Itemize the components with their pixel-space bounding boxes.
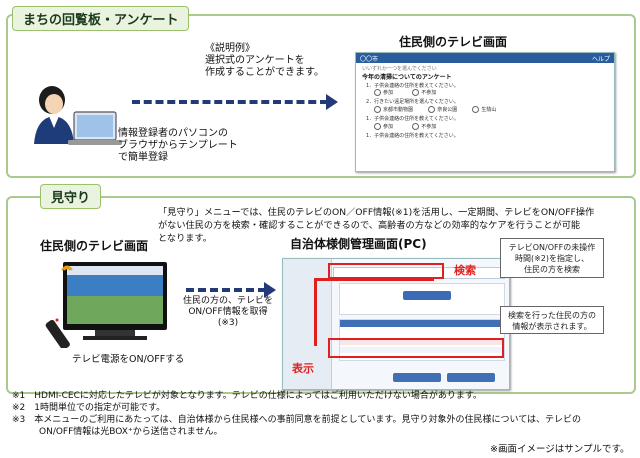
remote-control-icon	[44, 308, 84, 350]
admin-table-row[interactable]	[340, 339, 502, 345]
tv-arrow-text: 住民の方の、テレビを ON/OFF情報を取得 (※3)	[182, 296, 273, 328]
search-label: 検索	[454, 264, 476, 277]
survey-q2-option-1[interactable]: 京都市動物園	[374, 106, 413, 113]
section1-label: まちの回覧板・アンケート	[12, 6, 190, 31]
survey-q2: 2．行きたい遠足場所を選んでください。	[366, 99, 459, 105]
mimamori-description: 「見守り」メニューでは、住民のテレビのON／OFF情報(※1)を活用し、一定期間…	[158, 207, 595, 244]
survey-screen: 〇〇市 ヘルプ いいずれか一つを選んでください 今年の清掃についてのアンケート …	[355, 52, 615, 172]
survey-q1: 1．子供会連絡の住所を教えてください。	[366, 83, 459, 89]
survey-app-name: 〇〇市	[360, 56, 379, 63]
note-3: ※3 本メニューのご利用にあたっては、自治体様から住民様への事前同意を前提として…	[12, 415, 582, 425]
tv-illustration	[55, 256, 175, 352]
callout-search: テレビON/OFFの未操作 時間(※2)を指定し、 住民の方を検索	[500, 238, 604, 278]
note-1: ※1 HDMI-CECに対応したテレビが対象となります。テレビの仕様によってはご…	[12, 391, 482, 401]
survey-q2-option-3[interactable]: 生駒山	[472, 106, 496, 113]
admin-search-button[interactable]	[403, 291, 451, 300]
callout-results: 検索を行った住民の方の 情報が表示されます。	[500, 306, 604, 334]
section2-label: 見守り	[40, 184, 102, 209]
tv-caption: テレビ電源をON/OFFする	[72, 354, 185, 365]
survey-q4: 1．子供会連絡の住所を教えてください。	[366, 133, 459, 139]
survey-q2-option-2[interactable]: 奈良公園	[428, 106, 457, 113]
admin-bottom-button-1[interactable]	[393, 373, 441, 382]
resident-tv-title: 住民側のテレビ画面	[40, 239, 149, 253]
survey-q3-option-2[interactable]: 不参加	[412, 123, 436, 130]
survey-q2-options: 京都市動物園 奈良公園 生駒山	[374, 106, 496, 113]
survey-title: 今年の清掃についてのアンケート	[362, 74, 452, 81]
search-highlight-box	[328, 263, 444, 279]
survey-dashed-arrow	[132, 100, 328, 104]
survey-screen-header: 〇〇市 ヘルプ	[356, 53, 614, 63]
admin-table-header	[340, 320, 502, 327]
survey-q3: 1．子供会連絡の住所を教えてください。	[366, 116, 459, 122]
survey-q3-options: 参加 不参加	[374, 123, 436, 130]
display-label: 表示	[292, 362, 314, 375]
survey-q1-option-2[interactable]: 不参加	[412, 89, 436, 96]
survey-subtitle: いいずれか一つを選んでください	[362, 66, 437, 72]
survey-help-link[interactable]: ヘルプ	[591, 56, 610, 63]
survey-q1-options: 参加 不参加	[374, 89, 436, 96]
tv-screen-title: 住民側のテレビ画面	[399, 35, 508, 49]
survey-q1-option-1[interactable]: 参加	[374, 89, 393, 96]
results-highlight-box	[328, 338, 504, 358]
tv-arrow-head	[264, 282, 276, 298]
footer-note: ※画面イメージはサンプルです。	[490, 444, 630, 455]
tv-dashed-arrow	[186, 288, 266, 292]
connector-line-horizontal	[314, 278, 434, 281]
admin-bottom-button-2[interactable]	[447, 373, 495, 382]
admin-screen-title: 自治体様側管理画面(PC)	[290, 237, 427, 251]
survey-q3-option-1[interactable]: 参加	[374, 123, 393, 130]
pc-caption: 情報登録者のパソコンの ブラウザからテンプレート で簡単登録	[118, 128, 238, 163]
signal-icon	[58, 256, 76, 274]
survey-arrow-head	[326, 94, 338, 110]
person-at-pc-illustration	[22, 82, 122, 152]
connector-line-vertical	[314, 280, 317, 346]
note-4: ON/OFF情報は光BOX⁺から送信されません。	[12, 427, 223, 437]
note-2: ※2 1時間単位での指定が可能です。	[12, 403, 166, 413]
explanation-text: 《説明例》 選択式のアンケートを 作成することができます。	[205, 43, 324, 78]
admin-table-row[interactable]	[340, 347, 502, 353]
